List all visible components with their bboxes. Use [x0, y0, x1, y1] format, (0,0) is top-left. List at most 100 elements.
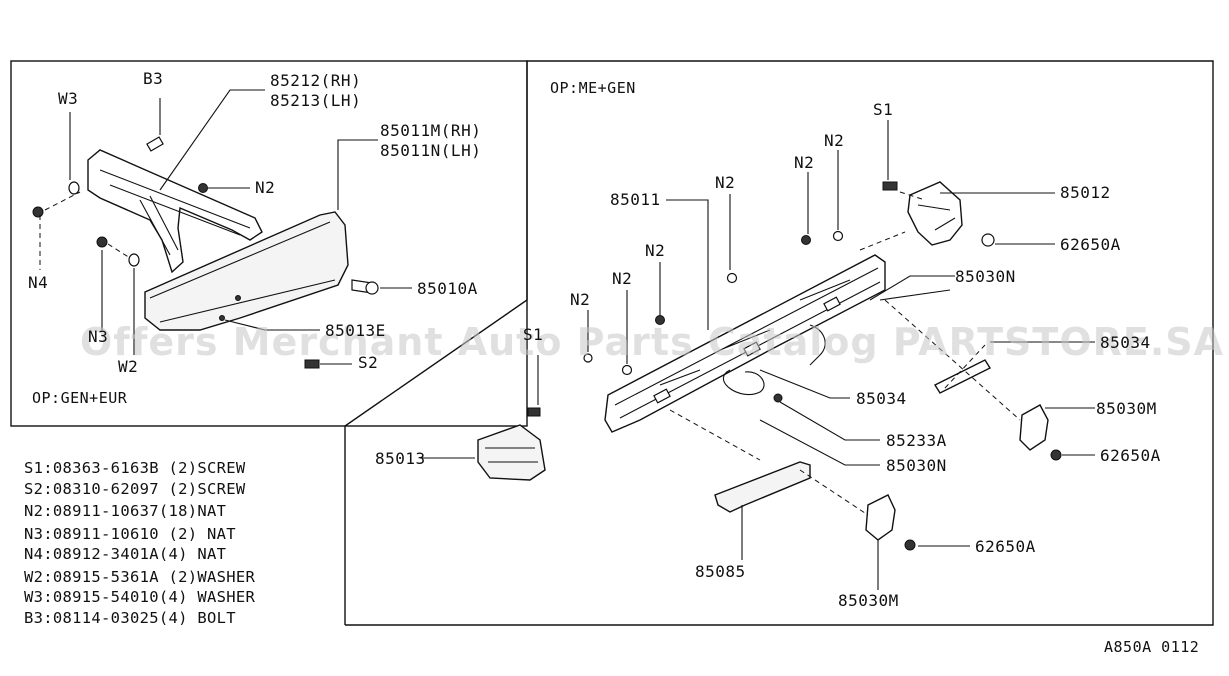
label-85030m-2: 85030M — [838, 591, 899, 610]
leader-85013e — [224, 319, 320, 331]
clip-62650a-3 — [904, 539, 916, 551]
nut-n2-inset — [198, 183, 208, 193]
rear-bumper-reinforcement-85011 — [604, 254, 886, 433]
label-85034-2: 85034 — [856, 389, 907, 408]
label-s1-top: S1 — [873, 100, 893, 119]
bracket-85012 — [907, 181, 963, 246]
watermark: Offers Merchant Auto Parts Catalog PARTS… — [80, 320, 1224, 364]
label-85012: 85012 — [1060, 183, 1111, 202]
label-s2: S2 — [358, 353, 378, 372]
label-85010a: 85010A — [417, 279, 478, 298]
clip-62650a-1 — [981, 233, 995, 247]
side-bracket-detail — [485, 447, 538, 463]
main-frame — [344, 60, 1214, 626]
end-cap-85030m-upper — [1019, 404, 1049, 451]
bolt-85233a — [773, 393, 783, 403]
end-cap-85030m-lower — [865, 494, 896, 541]
label-n2-f: N2 — [570, 290, 590, 309]
leader-85034-2 — [759, 369, 850, 399]
bracket-ribs — [99, 169, 251, 256]
inset-drawing — [32, 89, 412, 369]
label-85030n-1: 85030N — [955, 267, 1016, 286]
tow-hook-85034 — [722, 369, 765, 396]
label-62650a-3: 62650A — [975, 537, 1036, 556]
label-85030n-2: 85030N — [886, 456, 947, 475]
legend-item: W3:08915-54010(4) WASHER — [24, 588, 256, 606]
label-85085: 85085 — [695, 562, 746, 581]
washer-w3 — [68, 181, 80, 195]
step-plate-85085 — [714, 461, 811, 513]
label-b3: B3 — [143, 69, 163, 88]
slot — [743, 341, 761, 357]
label-n2-a: N2 — [794, 153, 814, 172]
nut-n2 — [583, 353, 593, 363]
assembly-dash-lines — [669, 191, 1021, 516]
bumper-hole — [219, 315, 225, 321]
front-bumper-85011m — [144, 211, 349, 331]
label-85011: 85011 — [610, 190, 661, 209]
label-85011m: 85011M(RH) — [380, 121, 481, 140]
label-n2-inset: N2 — [255, 178, 275, 197]
label-85233a: 85233A — [886, 431, 947, 450]
nut-n2 — [621, 364, 633, 376]
slot — [653, 388, 671, 404]
bolt-b3 — [146, 136, 164, 152]
label-85013: 85013 — [375, 449, 426, 468]
side-bracket-85013 — [477, 424, 546, 481]
label-62650a-1: 62650A — [1060, 235, 1121, 254]
screw-s1-top — [882, 181, 898, 191]
slot — [823, 296, 841, 312]
leader-85233a — [779, 401, 880, 441]
bumper-hole — [235, 295, 241, 301]
inset-option-note: OP:GEN+EUR — [32, 389, 128, 407]
nut-n2 — [655, 315, 665, 325]
label-s1-left: S1 — [523, 325, 543, 344]
legend-item: W2:08915-5361A (2)WASHER — [24, 568, 256, 586]
nut-n4 — [32, 206, 44, 218]
legend-item: S2:08310-62097 (2)SCREW — [24, 480, 246, 498]
legend-item: N3:08911-10610 (2) NAT — [24, 525, 236, 543]
label-n2-d: N2 — [645, 241, 665, 260]
label-62650a-2: 62650A — [1100, 446, 1161, 465]
main-option-note: OP:ME+GEN — [550, 79, 636, 97]
leader-85030n-1 — [869, 275, 955, 301]
legend-item: S1:08363-6163B (2)SCREW — [24, 459, 246, 477]
label-85013e: 85013E — [325, 321, 386, 340]
hardware-legend: S1:08363-6163B (2)SCREW S2:08310-62097 (… — [24, 459, 256, 627]
main-drawing — [420, 120, 1095, 590]
label-n2-b: N2 — [824, 131, 844, 150]
frames — [10, 60, 1214, 626]
inset-dash — [44, 191, 131, 259]
nut-n2 — [801, 235, 811, 245]
label-n2-c: N2 — [715, 173, 735, 192]
leader-n2-group — [587, 150, 839, 364]
legend-item: N2:08911-10637(18)NAT — [24, 502, 226, 520]
label-85030m-1: 85030M — [1096, 399, 1157, 418]
label-w2: W2 — [118, 357, 138, 376]
tow-bar-85030n — [809, 289, 951, 366]
washer-w2 — [128, 253, 140, 267]
screw-s1-left — [527, 407, 541, 417]
label-n2-e: N2 — [612, 269, 632, 288]
inset-labels: B3 W3 N4 N3 W2 N2 S2 85212(RH) 85213(LH)… — [28, 69, 481, 407]
bolt-85010a-head — [365, 281, 379, 295]
bracket-85012-detail — [917, 204, 956, 231]
leader-85030n-2 — [759, 419, 880, 466]
nut-n3 — [96, 236, 108, 248]
bumper-bracket-85212 — [87, 149, 263, 274]
label-n3: N3 — [88, 327, 108, 346]
nut-n2 — [832, 230, 844, 242]
label-85213: 85213(LH) — [270, 91, 361, 110]
pad-85034 — [933, 359, 992, 394]
label-85034-1: 85034 — [1100, 333, 1151, 352]
main-labels: OP:ME+GEN S1 N2 N2 N2 85011 N2 N2 N2 S1 … — [375, 79, 1161, 610]
clip-62650a-2 — [1050, 449, 1062, 461]
bumper-contour — [149, 221, 336, 323]
label-85011n: 85011N(LH) — [380, 141, 481, 160]
legend-item: B3:08114-03025(4) BOLT — [24, 609, 236, 627]
legend-item: N4:08912-3401A(4) NAT — [24, 545, 226, 563]
diagram-code: A850A 0112 — [1104, 638, 1199, 656]
leader-85011 — [666, 199, 709, 330]
nut-n2 — [726, 272, 738, 284]
